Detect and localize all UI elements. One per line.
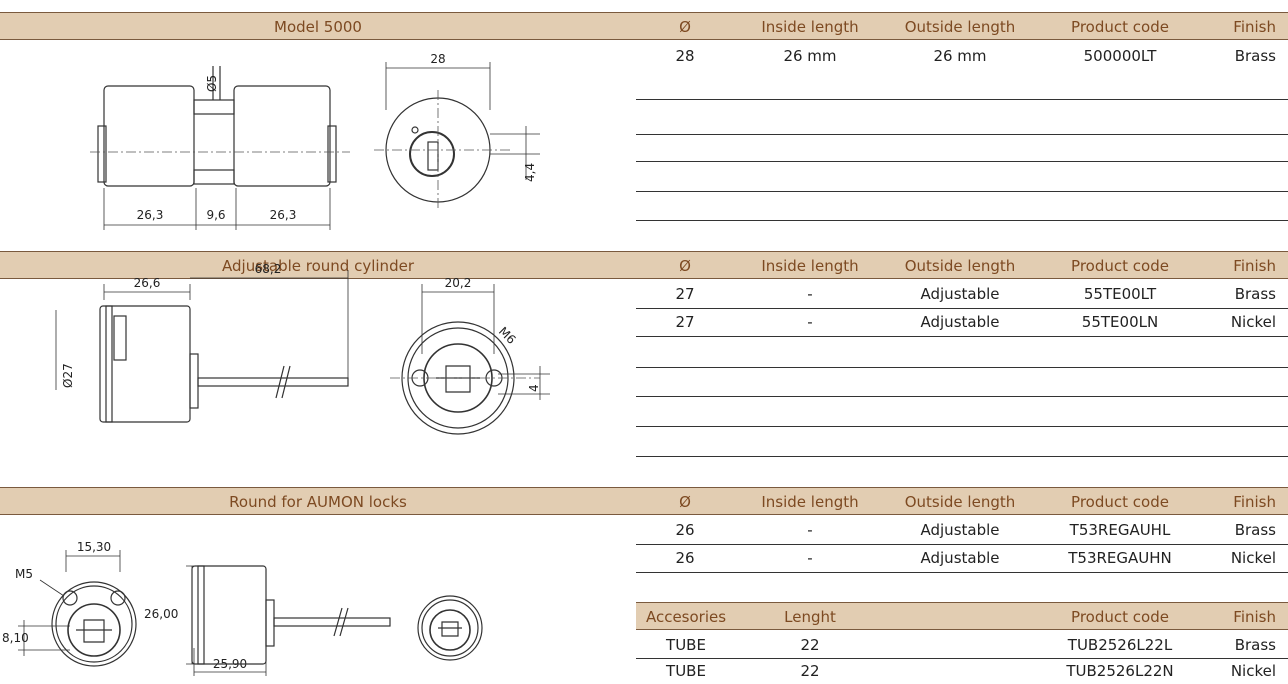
cell-outside-length: Adjustable — [920, 521, 1000, 539]
cell-finish: Brass — [1234, 521, 1276, 539]
col-outside-length: Outside length — [904, 493, 1016, 511]
cell-finish: Nickel — [1230, 549, 1276, 567]
table-rule — [636, 191, 1288, 192]
model-5000-side-drawing: 26,3 9,6 26,3 Ø5 — [90, 66, 350, 230]
cell-accessory-name: TUBE — [666, 662, 706, 680]
table-rule — [636, 396, 1288, 397]
col-finish: Finish — [1233, 18, 1276, 36]
cell-outside-length: Adjustable — [920, 313, 1000, 331]
table-rule — [636, 134, 1288, 135]
section-title: Round for AUMON locks — [229, 493, 407, 511]
cell-inside-length: - — [807, 313, 813, 331]
cell-product-code: 55TE00LT — [1083, 285, 1157, 303]
cell-product-code: T53REGAUHN — [1068, 549, 1172, 567]
dim-label: 68,2 — [255, 262, 282, 276]
table-rule — [636, 572, 1288, 573]
col-product-code: Product code — [1071, 257, 1169, 275]
cell-finish: Brass — [1234, 636, 1276, 654]
cell-inside-length: 26 mm — [783, 47, 837, 65]
adjustable-cylinder-front-drawing: 20,2 M6 4 — [390, 276, 550, 435]
col-product-code: Product code — [1071, 608, 1169, 626]
cell-inside-length: - — [807, 285, 813, 303]
dim-label: 8,10 — [2, 631, 29, 645]
col-accessories: Accesories — [645, 608, 727, 626]
col-diameter: Ø — [679, 257, 691, 275]
cell-diameter: 26 — [675, 549, 695, 567]
dim-label: Ø5 — [205, 75, 219, 92]
cell-diameter: 27 — [675, 285, 695, 303]
cell-product-code: 500000LT — [1083, 47, 1157, 65]
dim-label: M6 — [496, 324, 519, 347]
cell-outside-length: 26 mm — [933, 47, 987, 65]
col-diameter: Ø — [679, 493, 691, 511]
cell-product-code: TUB2526L22N — [1066, 662, 1174, 680]
cell-diameter: 27 — [675, 313, 695, 331]
dim-label: 15,30 — [77, 540, 111, 554]
section-header-bar — [0, 252, 1288, 279]
table-rule — [636, 544, 1288, 545]
col-product-code: Product code — [1071, 18, 1169, 36]
aumon-side-drawing: 26,00 25,90 — [144, 565, 391, 676]
table-rule — [636, 336, 1288, 337]
col-outside-length: Outside length — [904, 18, 1016, 36]
cell-diameter: 26 — [675, 521, 695, 539]
dim-label: 4,4 — [523, 163, 537, 182]
cell-finish: Brass — [1234, 285, 1276, 303]
cell-product-code: 55TE00LN — [1081, 313, 1159, 331]
cell-outside-length: Adjustable — [920, 549, 1000, 567]
cell-inside-length: - — [807, 521, 813, 539]
table-rule — [636, 99, 1288, 100]
dim-label: 26,6 — [134, 276, 161, 290]
col-finish: Finish — [1233, 493, 1276, 511]
section-title: Model 5000 — [274, 18, 362, 36]
table-rule — [636, 367, 1288, 368]
table-rule — [636, 658, 1288, 659]
col-diameter: Ø — [679, 18, 691, 36]
cell-length: 22 — [800, 662, 820, 680]
col-outside-length: Outside length — [904, 257, 1016, 275]
table-rule — [636, 308, 1288, 309]
col-inside-length: Inside length — [761, 18, 859, 36]
cell-product-code: T53REGAUHL — [1069, 521, 1171, 539]
cell-length: 22 — [800, 636, 820, 654]
dim-label: 26,3 — [270, 208, 297, 222]
col-length: Lenght — [784, 608, 836, 626]
dim-label: 26,00 — [144, 607, 178, 621]
accessories-header-bar — [636, 603, 1288, 630]
col-finish: Finish — [1233, 608, 1276, 626]
col-product-code: Product code — [1071, 493, 1169, 511]
col-inside-length: Inside length — [761, 493, 859, 511]
model-5000-front-drawing: 28 4,4 — [374, 52, 540, 210]
table-rule — [636, 426, 1288, 427]
cell-product-code: TUB2526L22L — [1067, 636, 1173, 654]
col-finish: Finish — [1233, 257, 1276, 275]
aumon-front-drawing: 15,30 M5 8,10 — [2, 540, 137, 667]
cell-finish: Brass — [1234, 47, 1276, 65]
col-inside-length: Inside length — [761, 257, 859, 275]
dim-label: 4 — [527, 384, 541, 392]
dim-label: 20,2 — [445, 276, 472, 290]
section-header-bar — [0, 13, 1288, 40]
adjustable-cylinder-side-drawing: 26,6 68,2 Ø27 — [55, 262, 349, 423]
dim-label: M5 — [15, 567, 33, 581]
cell-outside-length: Adjustable — [920, 285, 1000, 303]
table-rule — [636, 220, 1288, 221]
cell-accessory-name: TUBE — [666, 636, 706, 654]
aumon-rear-drawing — [417, 595, 483, 661]
cell-diameter: 28 — [675, 47, 695, 65]
dim-label: 26,3 — [137, 208, 164, 222]
section-title: Adjustable round cylinder — [222, 257, 414, 275]
cell-inside-length: - — [807, 549, 813, 567]
table-rule — [636, 456, 1288, 457]
cell-finish: Nickel — [1230, 662, 1276, 680]
dim-label: 28 — [430, 52, 445, 66]
section-header-bar — [0, 488, 1288, 515]
table-rule — [636, 161, 1288, 162]
dim-label: 9,6 — [206, 208, 225, 222]
cell-finish: Nickel — [1230, 313, 1276, 331]
dim-label: Ø27 — [61, 363, 75, 388]
